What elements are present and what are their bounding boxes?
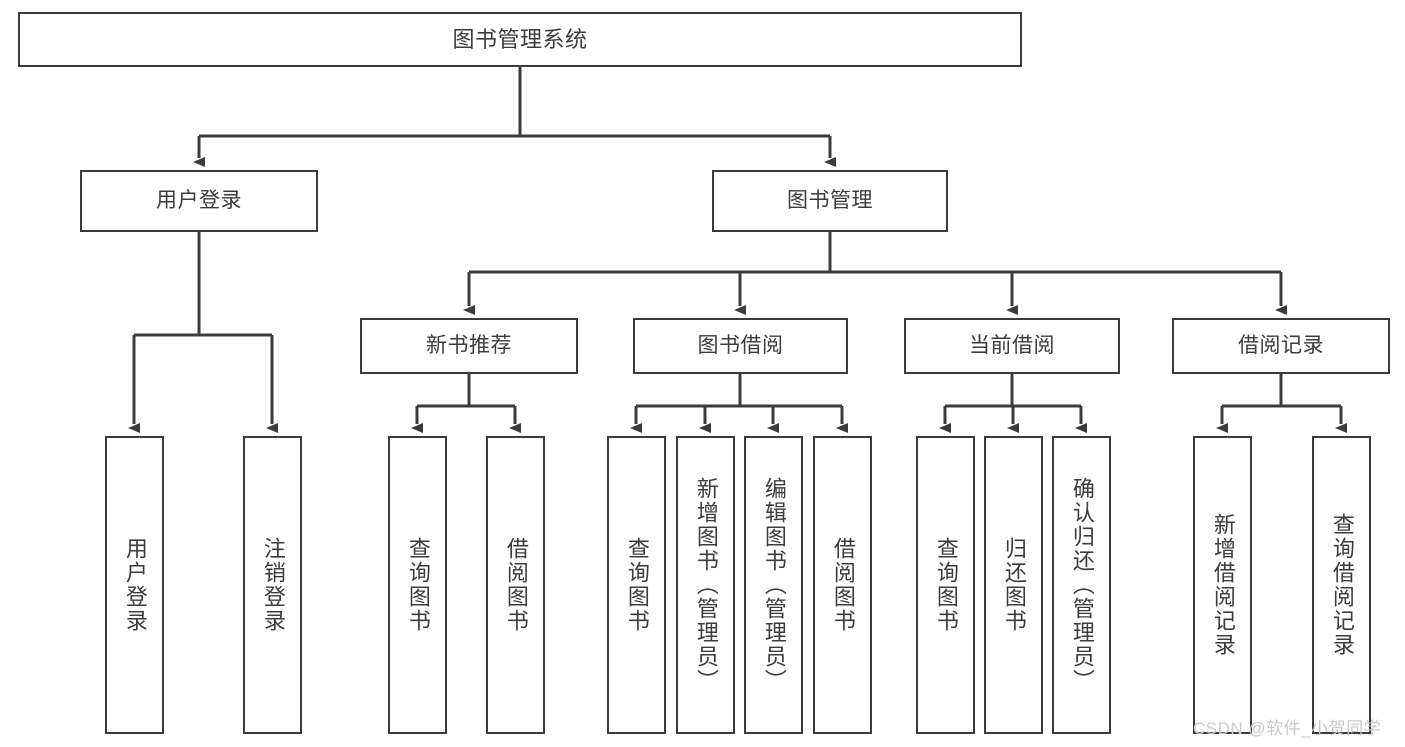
node-label: 用户登录 [156, 188, 242, 212]
node-label: 借阅图书 [503, 537, 529, 633]
node-leaf-查询图书-2[interactable]: 查询图书 [388, 436, 447, 734]
node-leaf-确认归还管理员-10[interactable]: 确认归还（管理员） [1052, 436, 1111, 734]
node-label: 查询图书 [624, 537, 650, 633]
node-label: 借阅记录 [1238, 333, 1324, 357]
node-label: 查询图书 [405, 537, 431, 633]
node-leaf-借阅图书-3[interactable]: 借阅图书 [486, 436, 545, 734]
node-label: 查询借阅记录 [1329, 513, 1355, 657]
node-label: 确认归还（管理员） [1069, 477, 1095, 693]
node-label: 图书管理 [787, 188, 873, 212]
node-leaf-归还图书-9[interactable]: 归还图书 [984, 436, 1043, 734]
node-leaf-用户登录-0[interactable]: 用户登录 [105, 436, 164, 734]
node-level3-图书借阅-1[interactable]: 图书借阅 [633, 318, 848, 374]
node-level2-用户登录-0[interactable]: 用户登录 [80, 170, 318, 232]
node-label: 新书推荐 [426, 333, 512, 357]
node-label: 用户登录 [122, 537, 148, 633]
node-label: 归还图书 [1001, 537, 1027, 633]
node-leaf-查询借阅记录-12[interactable]: 查询借阅记录 [1312, 436, 1371, 734]
node-label: 当前借阅 [969, 333, 1055, 357]
node-leaf-查询图书-8[interactable]: 查询图书 [916, 436, 975, 734]
node-leaf-编辑图书管理员-6[interactable]: 编辑图书（管理员） [744, 436, 803, 734]
node-leaf-注销登录-1[interactable]: 注销登录 [243, 436, 302, 734]
node-label: 借阅图书 [830, 537, 856, 633]
node-label: 注销登录 [260, 537, 286, 633]
node-level3-借阅记录-3[interactable]: 借阅记录 [1172, 318, 1390, 374]
node-label: 图书借阅 [697, 333, 784, 357]
connector-group [128, 67, 1347, 433]
node-level2-图书管理-1[interactable]: 图书管理 [712, 170, 948, 232]
node-root-图书管理系统[interactable]: 图书管理系统 [18, 12, 1022, 67]
node-label: 编辑图书（管理员） [761, 477, 787, 693]
node-leaf-借阅图书-7[interactable]: 借阅图书 [813, 436, 872, 734]
node-level3-当前借阅-2[interactable]: 当前借阅 [904, 318, 1120, 374]
node-level3-新书推荐-0[interactable]: 新书推荐 [360, 318, 578, 374]
node-label: 查询图书 [933, 537, 959, 633]
node-leaf-新增借阅记录-11[interactable]: 新增借阅记录 [1193, 436, 1252, 734]
node-label: 新增借阅记录 [1210, 513, 1236, 657]
node-label: 新增图书（管理员） [693, 477, 719, 693]
node-label: 图书管理系统 [452, 26, 588, 52]
node-leaf-查询图书-4[interactable]: 查询图书 [607, 436, 666, 734]
node-leaf-新增图书管理员-5[interactable]: 新增图书（管理员） [676, 436, 735, 734]
